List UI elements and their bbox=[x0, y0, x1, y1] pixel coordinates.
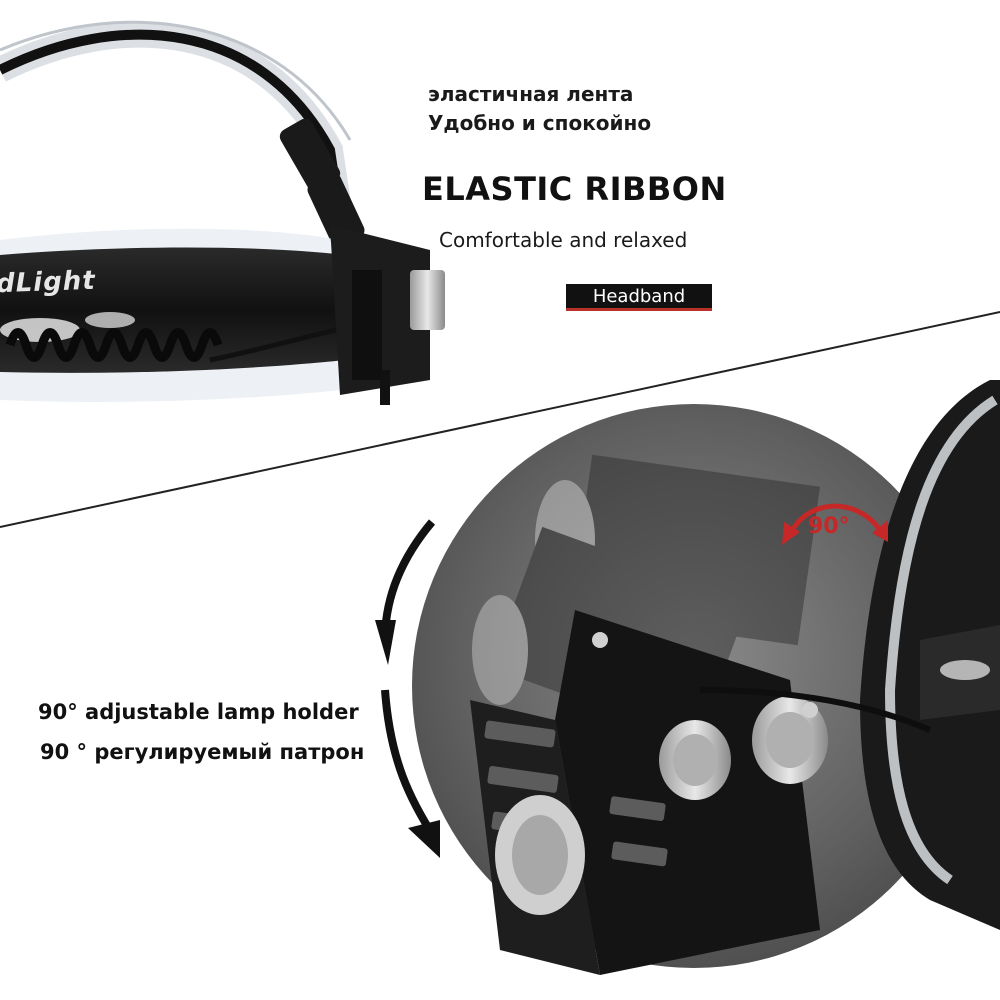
headband-top-view bbox=[0, 20, 445, 405]
headband-subtitle: Comfortable and relaxed bbox=[439, 228, 688, 252]
section-divider bbox=[0, 311, 1000, 528]
band-print-text: dLight bbox=[0, 266, 97, 299]
angle-label: 90° bbox=[808, 514, 850, 539]
lamp-holder-illustration bbox=[412, 380, 1000, 975]
headband-ru-line-2: Удобно и спокойно bbox=[428, 111, 652, 135]
headband-title: ELASTIC RIBBON bbox=[422, 170, 727, 208]
rotation-arrow-icon bbox=[375, 519, 440, 858]
lamp-holder-line-1: 90° adjustable lamp holder bbox=[38, 700, 359, 724]
headband-badge: Headband bbox=[566, 284, 712, 311]
headband-ru-line-1: эластичная лента bbox=[428, 82, 634, 106]
lamp-holder-line-2: 90 ° регулируемый патрон bbox=[40, 740, 365, 764]
